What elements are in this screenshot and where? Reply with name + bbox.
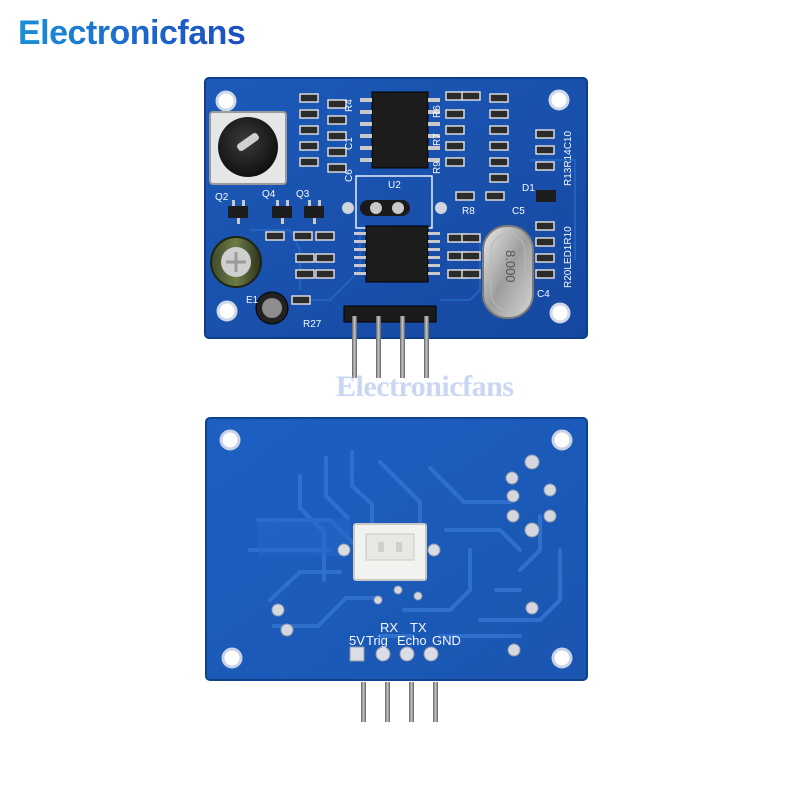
brand-logo: Electronicfans	[18, 14, 246, 52]
label-c1: C1	[344, 137, 355, 150]
bottom-pcb-photo: RX TX 5V Trig Echo GND	[0, 400, 800, 800]
label-r27: R27	[303, 319, 322, 330]
crystal-marking: 8.000	[503, 250, 518, 283]
header-housing	[343, 305, 437, 323]
watermark: Electronicfans	[336, 370, 514, 403]
label-trig: Trig	[366, 633, 388, 648]
label-q4: Q4	[262, 189, 276, 200]
label-q3: Q3	[296, 189, 310, 200]
label-r4: R4	[344, 99, 355, 112]
label-r7: R7	[432, 133, 443, 146]
mounting-holes	[215, 89, 571, 324]
solder-pads	[271, 454, 557, 657]
label-echo: Echo	[397, 633, 427, 648]
label-c5: C5	[512, 206, 525, 217]
label-c6: C6	[344, 169, 355, 182]
crystal	[482, 225, 534, 319]
label-gnd: GND	[432, 633, 461, 648]
label-c4: C4	[537, 289, 550, 300]
ic-bottom	[365, 225, 429, 283]
label-u2: U2	[388, 180, 401, 191]
bottom-mounting-holes	[219, 429, 573, 669]
label-d1: D1	[522, 183, 535, 194]
transistors	[228, 190, 556, 218]
smd-components	[265, 91, 555, 305]
header-pins	[352, 316, 429, 378]
label-r13r14c10: R13R14C10	[563, 130, 574, 186]
label-q2: Q2	[215, 192, 229, 203]
label-r20led1r10: R20LED1R10	[563, 226, 574, 288]
label-r8: R8	[462, 206, 475, 217]
label-e1: E1	[246, 295, 259, 306]
ic-top	[371, 91, 429, 169]
label-rx: RX	[380, 620, 399, 635]
bottom-header-pins	[361, 682, 438, 722]
label-r9: R9	[432, 161, 443, 174]
label-tx: TX	[410, 620, 427, 635]
top-pcb-photo: Q2 Q4 Q3 U2 R8 C5 C4 R27 E1 C1 C6 R4 R6 …	[204, 77, 588, 378]
label-r6: R6	[432, 105, 443, 118]
label-5v: 5V	[349, 633, 365, 648]
header-pads	[349, 646, 439, 662]
